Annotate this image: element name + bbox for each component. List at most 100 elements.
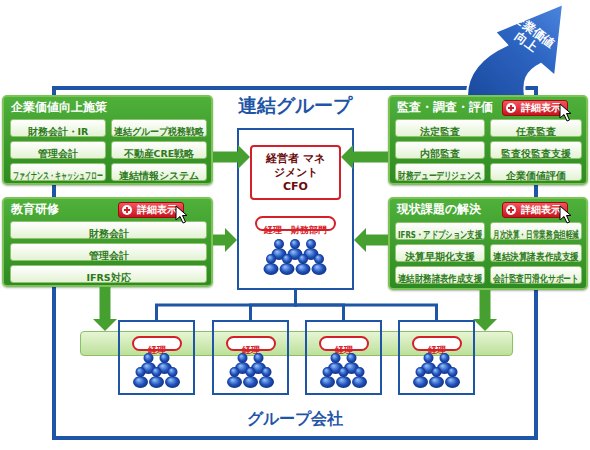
- service-item: 連結情報システム: [119, 168, 199, 184]
- detail-button: 詳細表示: [502, 100, 568, 116]
- flow-arrow: [213, 152, 238, 163]
- service-item-box: 企業価値評価: [490, 163, 582, 181]
- company-box: 経理: [398, 320, 475, 395]
- service-item-box: IFRS・アドプション支援: [395, 222, 485, 240]
- service-item-box: 財務デューデリジェンス: [395, 163, 485, 181]
- service-item-box: 監査役監査支援: [490, 141, 582, 159]
- group-title: 教育研修: [11, 202, 59, 217]
- service-item-box: ファイナンス・キャッシュフロー: [10, 163, 106, 181]
- service-item: 財務会計: [89, 226, 129, 242]
- dept-pill: 経理・財務部門: [255, 216, 336, 231]
- plus-icon: [506, 205, 516, 215]
- person-icon: [304, 239, 319, 260]
- service-item: ファイナンス・キャッシュフロー: [13, 168, 103, 184]
- frame-title: 連結グループ: [232, 94, 358, 116]
- role-label: 経営者 マネジメント CFO: [263, 152, 329, 194]
- service-item: 連結決算諸表作成支援: [493, 249, 579, 265]
- person-icon: [165, 367, 180, 388]
- service-item: 財務会計・IR: [28, 124, 89, 140]
- service-item-box: 法定監査: [395, 119, 485, 137]
- service-item: 管理会計: [89, 248, 129, 264]
- service-item-box: 財務会計: [10, 221, 207, 239]
- dept-label: 経理: [428, 345, 446, 356]
- service-item: 法定監査: [420, 124, 460, 140]
- person-icon: [296, 254, 311, 275]
- service-item-box: 内部監査: [395, 141, 485, 159]
- company-box: 経理: [305, 320, 382, 395]
- detail-button-label: 詳細表示: [503, 101, 567, 115]
- tree-line: [251, 290, 296, 320]
- cursor-icon: [176, 206, 187, 223]
- service-item: 財務デューデリジェンス: [398, 168, 482, 184]
- dept-pill: 経理: [319, 336, 369, 351]
- service-item-box: 月次決算・日常業務負担軽減: [490, 222, 582, 240]
- group-title: 現状課題の解決: [397, 202, 481, 217]
- service-group: 教育研修詳細表示財務会計管理会計IFRS対応: [2, 197, 213, 287]
- group-title: 監査・調査・評価: [397, 100, 493, 115]
- service-item-box: 管理会計: [10, 141, 106, 159]
- plus-icon: [122, 205, 132, 215]
- person-icon: [421, 353, 436, 374]
- flow-arrow: [353, 152, 388, 163]
- person-icon: [336, 367, 351, 388]
- service-item: 内部監査: [420, 146, 460, 162]
- service-item: 管理会計: [38, 146, 78, 162]
- hq-box: 経営者 マネジメント CFO 経理・財務部門: [237, 128, 354, 290]
- person-icon: [288, 239, 303, 260]
- person-icon: [352, 367, 367, 388]
- service-item: IFRS・アドプション支援: [398, 227, 482, 243]
- group-title: 企業価値向上施策: [11, 100, 107, 115]
- person-icon: [133, 367, 148, 388]
- service-group: 現状課題の解決 詳細表示 IFRS・アドプション支援月次決算・日常業務負担軽減決算早…: [388, 197, 588, 290]
- plus-icon: [506, 103, 516, 113]
- person-icon: [445, 367, 460, 388]
- service-item: IFRS対応: [87, 270, 131, 286]
- service-item-box: 会計監査円滑化サポート: [490, 266, 582, 284]
- service-item: 決算早期化支援: [405, 249, 475, 265]
- person-icon: [280, 254, 295, 275]
- person-icon: [344, 353, 359, 374]
- service-item-box: 連結情報システム: [111, 163, 207, 181]
- service-item-box: 管理会計: [10, 243, 207, 261]
- service-item-box: 連結決算諸表作成支援: [490, 244, 582, 262]
- dept-pill: 経理: [132, 336, 182, 351]
- person-icon: [264, 254, 279, 275]
- service-item: 企業価値評価: [506, 168, 566, 184]
- person-icon: [243, 367, 258, 388]
- person-icon: [437, 353, 452, 374]
- service-item-box: 連結グループ税務戦略: [111, 119, 207, 137]
- service-item: 会計監査円滑化サポート: [493, 271, 579, 287]
- flow-arrow: [100, 287, 111, 319]
- person-icon: [429, 367, 444, 388]
- service-item-box: IFRS対応: [10, 265, 207, 283]
- service-item: 連結財務諸表作成支援: [398, 271, 482, 287]
- detail-button-label: 詳細表示: [503, 203, 567, 217]
- person-icon: [272, 239, 287, 260]
- service-item: 監査役監査支援: [501, 146, 571, 162]
- service-item-box: 任意監査: [490, 119, 582, 137]
- service-item-box: 連結財務諸表作成支援: [395, 266, 485, 284]
- person-icon: [227, 367, 242, 388]
- tree-line: [296, 290, 437, 320]
- role-box: 経営者 マネジメント CFO: [250, 145, 341, 200]
- tree-line: [157, 290, 296, 320]
- service-item: 不動産CRE戦略: [124, 146, 195, 162]
- company-box: 経理: [118, 320, 195, 395]
- service-item-box: 不動産CRE戦略: [111, 141, 207, 159]
- dept-label: 経理: [242, 345, 260, 356]
- person-icon: [157, 353, 172, 374]
- dept-label: 経理: [148, 345, 166, 356]
- person-icon: [312, 254, 327, 275]
- arrow-shape: [467, 4, 563, 96]
- person-icon: [235, 353, 250, 374]
- flow-arrow: [213, 235, 225, 246]
- dept-label: 経理: [335, 345, 353, 356]
- service-group: 監査・調査・評価詳細表示法定監査 任意監査内部監査 監査役監査支援財務デューデリジェ…: [388, 95, 588, 185]
- flow-arrow: [366, 235, 388, 246]
- person-icon: [149, 367, 164, 388]
- dept-pill: 経理: [412, 336, 462, 351]
- person-icon: [320, 367, 335, 388]
- service-item-box: 財務会計・IR: [10, 119, 106, 137]
- person-icon: [259, 367, 274, 388]
